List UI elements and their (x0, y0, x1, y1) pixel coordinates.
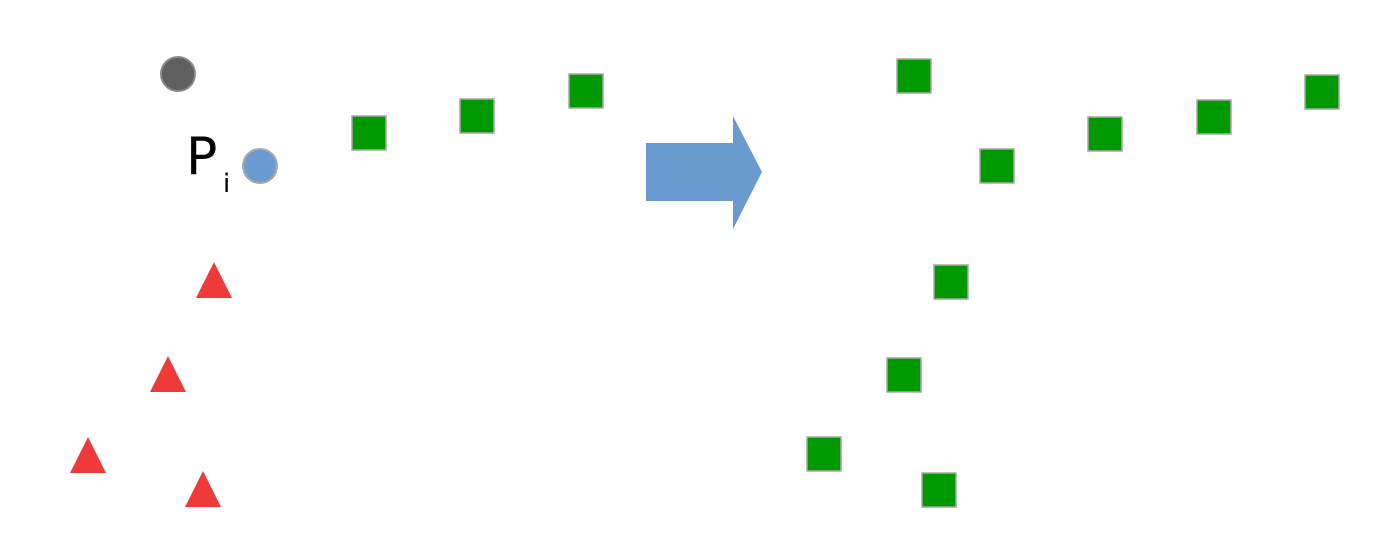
blue-point-pi (242, 148, 278, 184)
green-square (568, 73, 604, 109)
green-square (1304, 74, 1340, 110)
green-square (896, 58, 932, 94)
left-red-triangles (70, 262, 232, 507)
point-label-subscript: i (223, 169, 230, 199)
point-label-main: P (186, 127, 217, 187)
green-square (806, 436, 842, 472)
green-square (933, 264, 969, 300)
green-square (979, 148, 1015, 184)
green-square (459, 98, 495, 134)
right-arrow (646, 116, 762, 229)
left-green-squares (351, 73, 604, 151)
green-square (921, 472, 957, 508)
red-triangle (196, 262, 232, 298)
green-square (351, 115, 387, 151)
right-green-squares (806, 58, 1340, 508)
gray-point (160, 56, 196, 92)
green-square (1087, 116, 1123, 152)
green-square (886, 357, 922, 393)
red-triangle (150, 356, 186, 392)
green-square (1196, 99, 1232, 135)
red-triangle (70, 437, 106, 473)
red-triangle (185, 471, 221, 507)
